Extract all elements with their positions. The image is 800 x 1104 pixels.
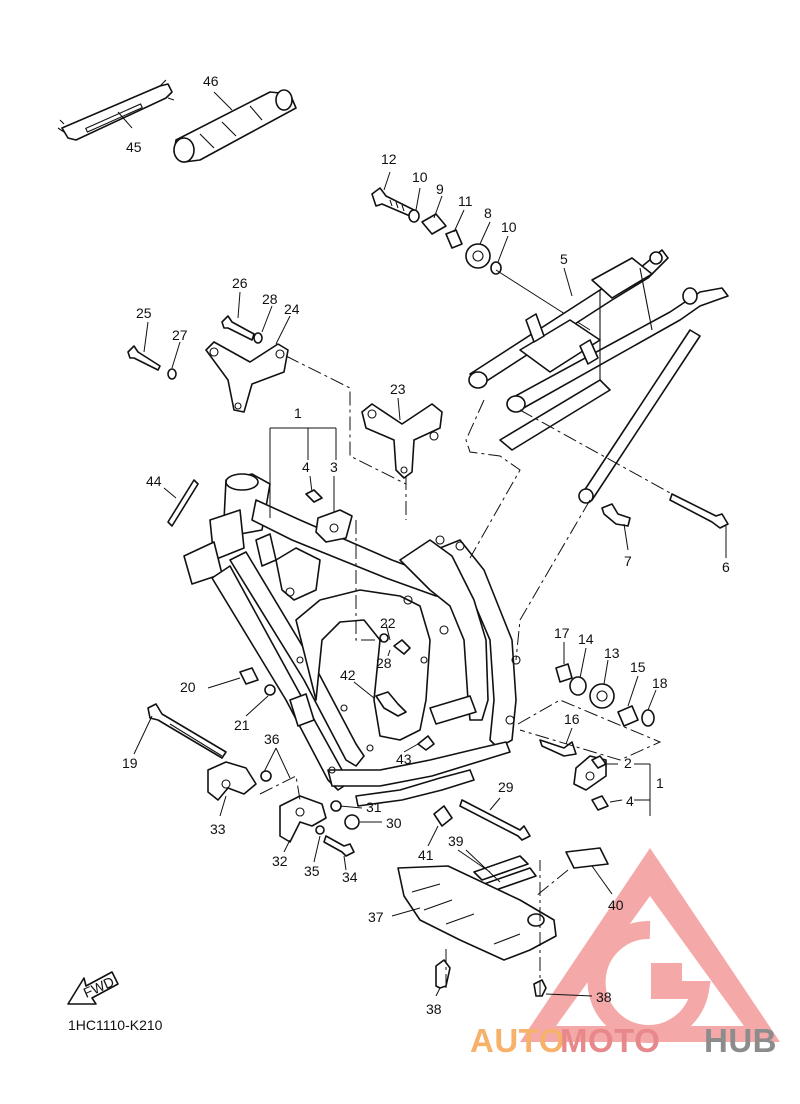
leader-lines	[117, 91, 727, 997]
bracket-23	[361, 403, 443, 479]
callout-23: 23	[390, 381, 406, 397]
callout-30: 30	[386, 815, 402, 831]
callout-38: 38	[426, 1001, 442, 1017]
rear-subframe	[468, 249, 729, 504]
watermark-logo	[520, 848, 780, 1043]
callout-24: 24	[284, 301, 300, 317]
callout-5: 5	[560, 251, 568, 267]
callout-14: 14	[578, 631, 594, 647]
callout-numbers: 46 45 12 10 9 11 8 10 5 26 28 24 25 27 2…	[122, 73, 730, 1017]
callout-8: 8	[484, 205, 492, 221]
watermark-part2: MOTO	[560, 1022, 660, 1059]
decal-strip-44	[167, 479, 199, 527]
rear-pivot-bolt-set	[371, 187, 591, 331]
bolts-upper-left	[127, 315, 263, 380]
callout-6: 6	[722, 559, 730, 575]
callout-10-b: 10	[501, 219, 517, 235]
callout-46: 46	[203, 73, 219, 89]
callout-11: 11	[458, 193, 473, 209]
skid-plate-hardware	[397, 799, 609, 997]
callout-1: 1	[294, 405, 302, 421]
callout-18: 18	[652, 675, 668, 691]
callout-40: 40	[608, 897, 624, 913]
callout-12: 12	[381, 151, 397, 167]
callout-21: 21	[234, 717, 250, 733]
clip-42	[375, 691, 407, 717]
callout-26: 26	[232, 275, 248, 291]
main-frame	[183, 473, 521, 807]
callout-36: 36	[264, 731, 280, 747]
diagram-code: 1HC1110-K210	[68, 1017, 163, 1033]
callout-25: 25	[136, 305, 152, 321]
callout-22: 22	[380, 615, 396, 631]
callout-31: 31	[366, 799, 382, 815]
callout-28: 28	[262, 291, 278, 307]
callout-33: 33	[210, 821, 226, 837]
callout-38-b: 38	[596, 989, 612, 1005]
callout-2: 2	[624, 755, 632, 771]
callout-27: 27	[172, 327, 188, 343]
lower-left-hardware	[147, 667, 360, 857]
spanner-tool	[57, 79, 175, 141]
callout-34: 34	[342, 869, 358, 885]
bracket-24	[205, 341, 289, 413]
callout-7: 7	[624, 553, 632, 569]
watermark-text: AUTO MOTO HUB	[470, 1022, 777, 1059]
swingarm-pivot-collars	[539, 663, 655, 811]
callout-35: 35	[304, 863, 320, 879]
engine-bracket-3	[305, 489, 353, 543]
callout-20: 20	[180, 679, 196, 695]
callout-29: 29	[498, 779, 514, 795]
fwd-arrow: FWD	[67, 971, 119, 1005]
callout-1-b: 1	[656, 775, 664, 791]
callout-19: 19	[122, 755, 138, 771]
box-spanner-tool	[173, 89, 297, 163]
callout-45: 45	[126, 139, 142, 155]
callout-43: 43	[396, 751, 412, 767]
callout-9: 9	[436, 181, 444, 197]
callout-4: 4	[302, 459, 310, 475]
watermark-part1: AUTO	[470, 1022, 565, 1059]
fwd-label: FWD	[81, 973, 117, 1001]
callout-39: 39	[448, 833, 464, 849]
callout-16: 16	[564, 711, 580, 727]
callout-15: 15	[630, 659, 646, 675]
callout-10: 10	[412, 169, 428, 185]
callout-3: 3	[330, 459, 338, 475]
subframe-bolts	[601, 493, 729, 529]
callout-32: 32	[272, 853, 288, 869]
callout-42: 42	[340, 667, 356, 683]
callout-37: 37	[368, 909, 384, 925]
callout-44: 44	[146, 473, 162, 489]
watermark-part3: HUB	[704, 1022, 777, 1059]
callout-4-b: 4	[626, 793, 634, 809]
assembly-lines	[259, 355, 673, 996]
bolt-43	[417, 735, 435, 751]
callout-17: 17	[554, 625, 570, 641]
callout-13: 13	[604, 645, 620, 661]
callout-41: 41	[418, 847, 434, 863]
callout-28-b: 28	[376, 655, 392, 671]
